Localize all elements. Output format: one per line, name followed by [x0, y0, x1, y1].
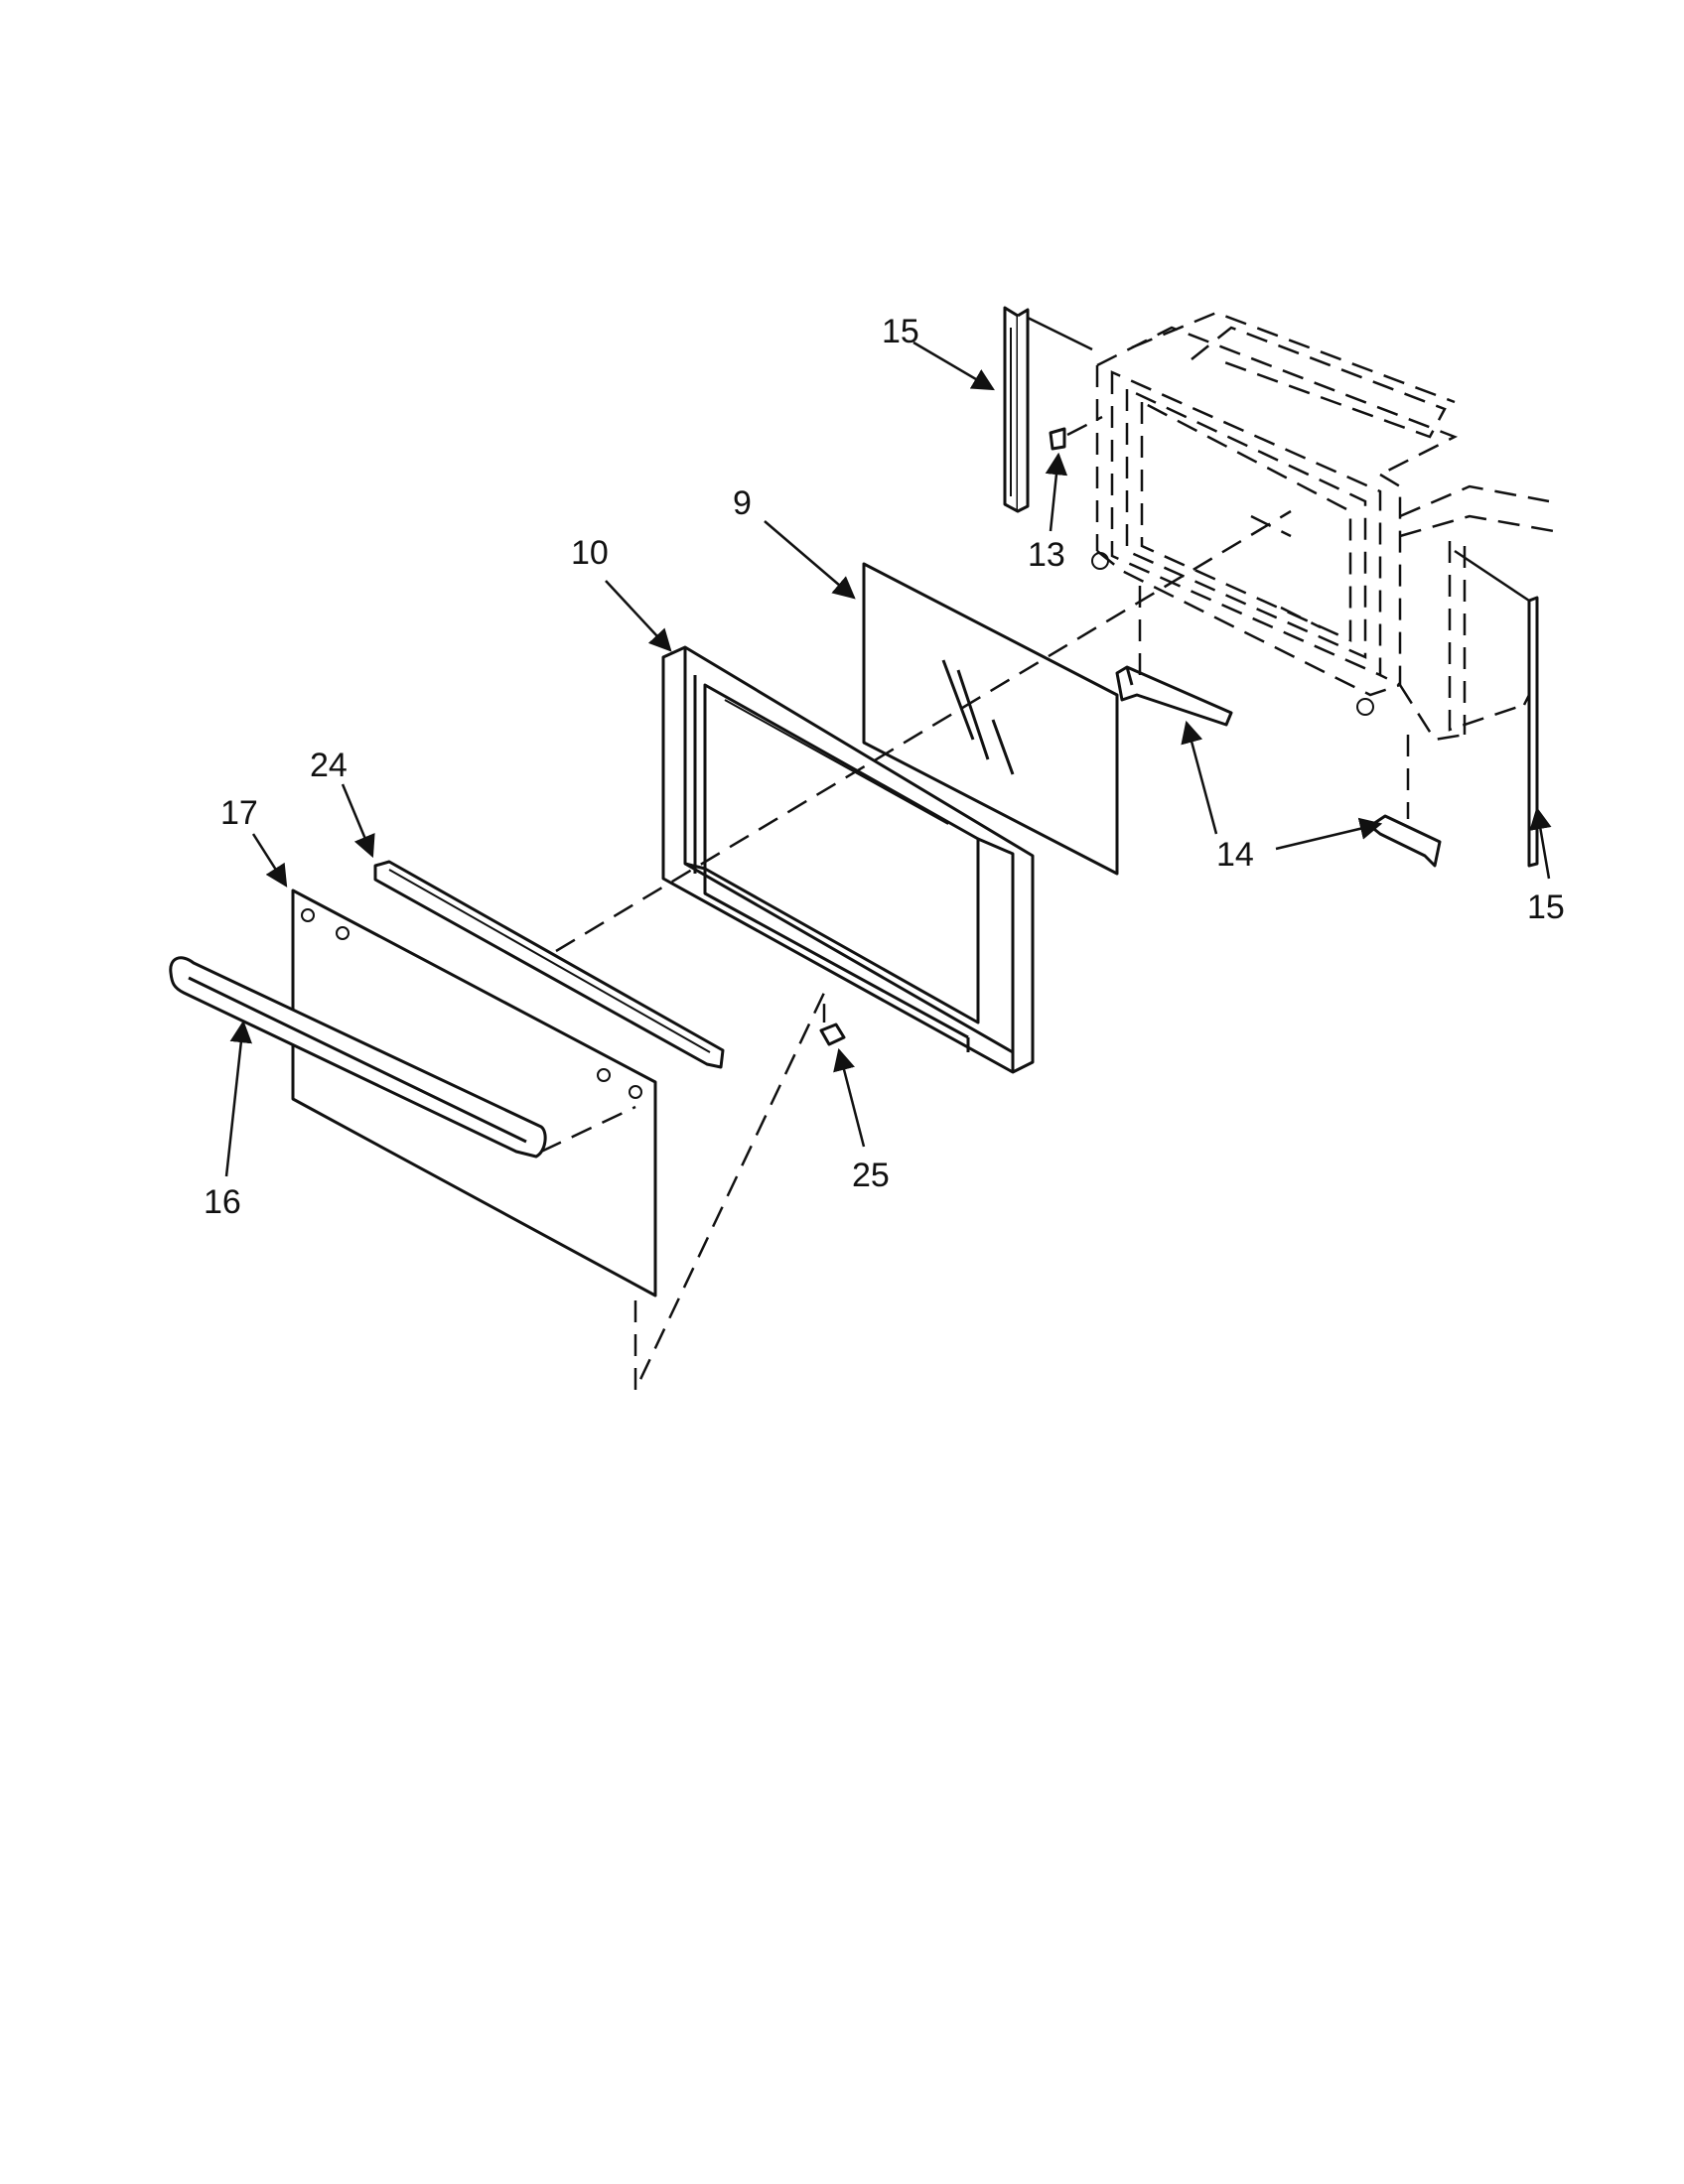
callout-labels: 15 13 9 10 24 17 16 25 14 15 — [204, 313, 1565, 1221]
part-15-right-rail — [1454, 549, 1539, 868]
part-9-glass-panel — [862, 562, 1119, 876]
callout-leaders — [224, 341, 1552, 1177]
callout-15-top: 15 — [882, 313, 919, 350]
oven-housing-outline — [1091, 311, 1555, 742]
callout-9: 9 — [733, 484, 752, 522]
callout-14: 14 — [1216, 836, 1254, 874]
callout-13: 13 — [1028, 536, 1065, 574]
callout-15-right: 15 — [1527, 888, 1565, 926]
callout-10: 10 — [571, 534, 609, 572]
part-14-hinge-lower — [1368, 814, 1442, 868]
assembly-guidelines — [540, 509, 1531, 1391]
callout-25: 25 — [852, 1157, 890, 1194]
part-13-clip — [1049, 415, 1103, 451]
part-16-door-handle — [169, 956, 547, 1159]
part-14-hinge-upper — [1115, 665, 1233, 727]
callout-24: 24 — [310, 747, 348, 784]
part-10-door-frame — [661, 645, 1035, 1074]
callout-17: 17 — [220, 794, 258, 832]
part-17-outer-door-panel — [291, 888, 657, 1297]
part-24-vent-trim — [373, 860, 725, 1069]
part-15-left-rail — [1003, 306, 1093, 513]
callout-16: 16 — [204, 1183, 241, 1221]
part-25-clip — [819, 1023, 846, 1046]
